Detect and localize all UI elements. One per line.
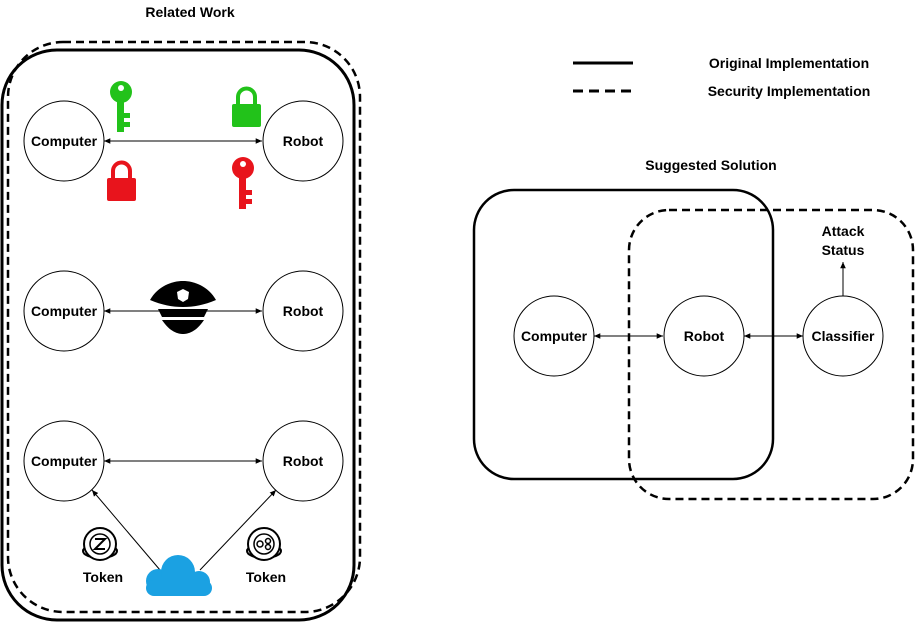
related-work-title: Related Work <box>145 4 234 20</box>
cloud-to-computer-arrow <box>91 489 161 571</box>
row2-computer-node: Computer <box>23 270 105 352</box>
suggested-robot-node: Robot <box>663 295 745 377</box>
suggested-robot-label: Robot <box>684 328 725 344</box>
row3-robot-label: Robot <box>283 453 324 469</box>
legend-security-label: Security Implementation <box>708 83 871 99</box>
token-label-left: Token <box>83 569 123 585</box>
row2-robot-node: Robot <box>262 270 344 352</box>
row1-robot-node: Robot <box>262 100 344 182</box>
related-original-boundary <box>0 48 356 622</box>
coin-icon <box>82 527 118 561</box>
suggested-security-boundary <box>627 208 915 501</box>
row1-robot-label: Robot <box>283 133 324 149</box>
suggested-computer-node: Computer <box>513 295 595 377</box>
row2-computer-label: Computer <box>31 303 98 319</box>
row2-robot-label: Robot <box>283 303 324 319</box>
suggested-classifier-node: Classifier <box>802 295 884 377</box>
police-hat-icon <box>150 281 216 334</box>
key-icon <box>232 157 254 209</box>
related-security-boundary <box>6 40 362 614</box>
token-label-right: Token <box>246 569 286 585</box>
row1-computer-label: Computer <box>31 133 98 149</box>
row3-robot-node: Robot <box>262 420 344 502</box>
cloud-to-robot-arrow <box>199 489 277 571</box>
cloud-icon <box>146 555 212 596</box>
legend-original-label: Original Implementation <box>709 55 869 71</box>
suggested-classifier-label: Classifier <box>811 328 875 344</box>
coin-icon <box>246 527 282 561</box>
row1-computer-node: Computer <box>23 100 105 182</box>
attack-status-label-line1: Attack <box>822 223 865 239</box>
row3-computer-node: Computer <box>23 420 105 502</box>
suggested-computer-label: Computer <box>521 328 588 344</box>
attack-status-label-line2: Status <box>822 242 865 258</box>
lock-icon <box>107 160 136 201</box>
lock-icon <box>232 86 261 127</box>
key-icon <box>110 81 132 132</box>
suggested-solution-title: Suggested Solution <box>645 157 776 173</box>
row3-computer-label: Computer <box>31 453 98 469</box>
